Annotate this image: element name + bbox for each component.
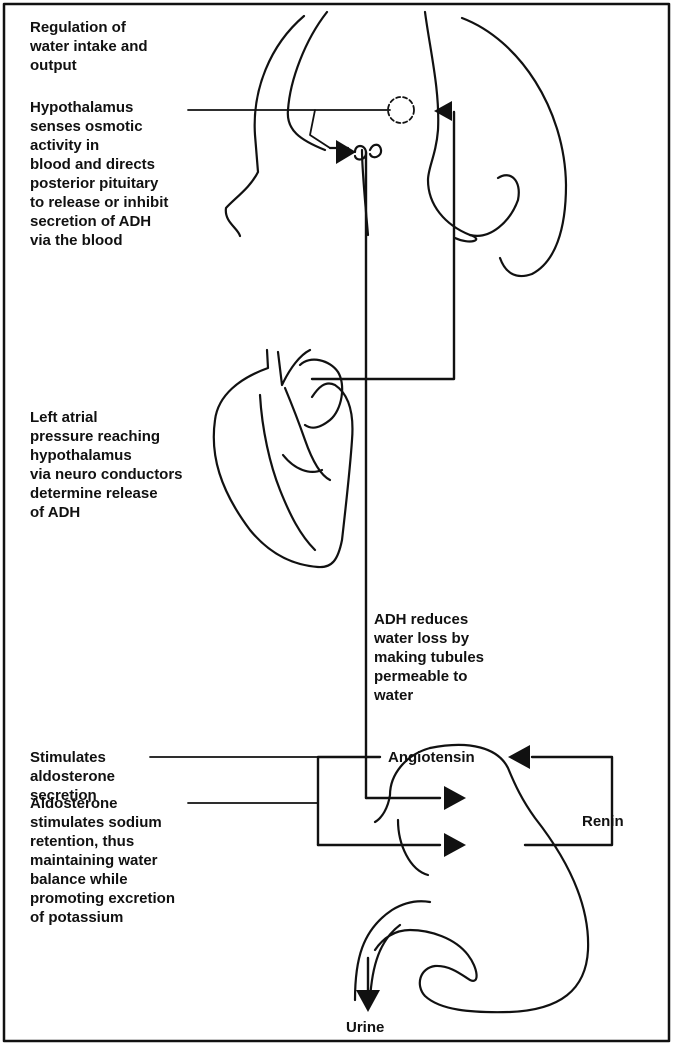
arrow-adh-kidney-icon bbox=[444, 786, 466, 810]
heart-illustration bbox=[214, 350, 353, 567]
renin-label: Renin bbox=[582, 812, 624, 831]
regulation-label: Regulation of water intake and output bbox=[30, 18, 148, 75]
left-atrial-label: Left atrial pressure reaching hypothalam… bbox=[30, 408, 183, 522]
kidney-illustration bbox=[355, 745, 588, 1012]
flow-arrows bbox=[150, 110, 612, 995]
aldosterone-label: Aldosterone stimulates sodium retention,… bbox=[30, 794, 175, 927]
adh-label: ADH reduces water loss by making tubules… bbox=[374, 610, 484, 705]
head-illustration bbox=[226, 12, 566, 276]
angiotensin-label: Angiotensin bbox=[388, 748, 475, 767]
arrow-renin-angiotensin-icon bbox=[508, 745, 530, 769]
arrow-to-pituitary-icon bbox=[336, 140, 356, 164]
arrow-aldosterone-kidney-icon bbox=[444, 833, 466, 857]
hypothalamus-circle-icon bbox=[388, 97, 414, 123]
urine-label: Urine bbox=[346, 1018, 384, 1037]
arrow-urine-icon bbox=[356, 990, 380, 1012]
hypothalamus-label: Hypothalamus senses osmotic activity in … bbox=[30, 98, 168, 250]
